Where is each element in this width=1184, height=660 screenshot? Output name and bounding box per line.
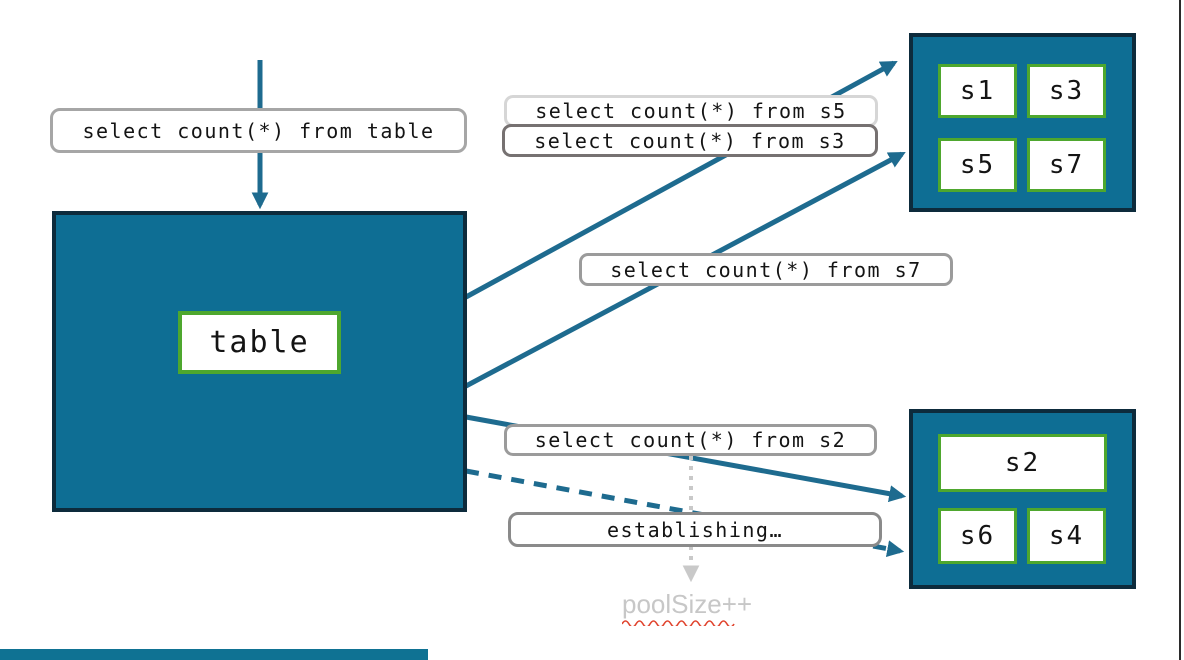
query-label-s3: select count(*) from s3 — [502, 124, 878, 157]
shard-s1: s1 — [938, 64, 1017, 118]
query-label-table: select count(*) from table — [50, 108, 467, 153]
arrow-table-to-bottom-shards-dashed — [465, 468, 905, 558]
table-box: table — [52, 211, 467, 512]
pool-size-annotation: poolSize++ — [622, 590, 752, 626]
shard-s7: s7 — [1027, 138, 1106, 192]
query-label-s5: select count(*) from s5 — [504, 95, 878, 127]
shard-group-bottom: s2 s6 s4 — [909, 409, 1136, 589]
table-node: table — [178, 311, 341, 374]
query-label-s7: select count(*) from s7 — [579, 253, 953, 286]
shard-group-top: s1 s3 s5 s7 — [909, 33, 1136, 212]
shard-s5: s5 — [938, 138, 1017, 192]
status-label-establishing: establishing… — [508, 512, 882, 547]
shard-s2: s2 — [938, 434, 1107, 492]
query-label-s2: select count(*) from s2 — [504, 424, 877, 456]
shard-s3: s3 — [1027, 64, 1106, 118]
slide-edge-line — [1179, 0, 1181, 660]
video-progress-bar[interactable] — [0, 649, 428, 660]
spellcheck-underline-icon — [622, 619, 735, 626]
pool-size-text: poolSize++ — [622, 589, 753, 619]
shard-s6: s6 — [938, 508, 1017, 564]
shard-s4: s4 — [1027, 508, 1106, 564]
